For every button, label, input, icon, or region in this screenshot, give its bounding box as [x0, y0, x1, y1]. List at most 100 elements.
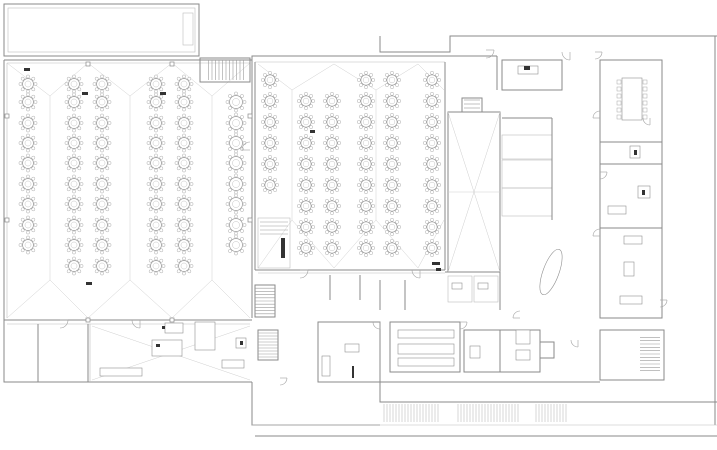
- round-banquet-table-icon: [92, 174, 112, 194]
- round-banquet-table-icon: [422, 175, 442, 195]
- round-banquet-table-icon: [146, 235, 166, 255]
- service-core: [447, 97, 553, 273]
- round-banquet-table-icon: [92, 194, 112, 214]
- round-banquet-table-icon: [322, 217, 342, 237]
- door-swing-icon: [659, 299, 668, 308]
- round-banquet-table-icon: [146, 215, 166, 235]
- round-banquet-table-icon: [356, 91, 376, 111]
- round-banquet-table-icon: [356, 196, 376, 216]
- round-banquet-table-icon: [18, 113, 38, 133]
- central-hall: [254, 62, 446, 274]
- round-banquet-table-icon: [356, 70, 376, 90]
- round-banquet-table-icon: [356, 154, 376, 174]
- round-banquet-table-icon: [422, 70, 442, 90]
- round-banquet-table-icon: [422, 217, 442, 237]
- round-banquet-table-icon: [296, 175, 316, 195]
- round-banquet-table-icon: [18, 174, 38, 194]
- round-banquet-table-icon: [260, 133, 280, 153]
- door-swings: [59, 49, 668, 386]
- door-swing-icon: [372, 321, 381, 330]
- round-banquet-table-icon: [18, 235, 38, 255]
- round-banquet-table-icon: [260, 175, 280, 195]
- round-banquet-table-icon: [422, 196, 442, 216]
- round-banquet-table-icon: [382, 70, 402, 90]
- round-banquet-table-icon: [174, 133, 194, 153]
- round-banquet-table-icon: [356, 112, 376, 132]
- round-banquet-table-icon: [64, 153, 84, 173]
- central-hall-banquet-tables: [260, 70, 442, 271]
- round-banquet-table-icon: [174, 235, 194, 255]
- lounge-furniture: [99, 321, 247, 377]
- round-banquet-table-icon: [260, 70, 280, 90]
- round-banquet-table-icon: [64, 235, 84, 255]
- round-banquet-table-icon: [18, 153, 38, 173]
- round-banquet-table-icon: [92, 256, 112, 276]
- round-banquet-table-icon: [92, 74, 112, 94]
- round-banquet-table-icon: [174, 74, 194, 94]
- round-banquet-table-icon: [356, 238, 376, 258]
- north-east-offices: [501, 59, 663, 319]
- round-banquet-table-icon: [18, 74, 38, 94]
- round-banquet-table-icon: [18, 194, 38, 214]
- round-banquet-table-icon: [174, 113, 194, 133]
- stair-north: [199, 57, 251, 83]
- stair-west: [254, 284, 279, 361]
- door-swing-icon: [599, 171, 608, 180]
- round-banquet-table-icon: [225, 91, 247, 113]
- round-banquet-table-icon: [225, 112, 247, 134]
- round-banquet-table-icon: [174, 92, 194, 112]
- door-swing-icon: [485, 49, 495, 59]
- door-swing-icon: [241, 141, 251, 151]
- round-banquet-table-icon: [18, 215, 38, 235]
- door-swing-icon: [512, 310, 521, 319]
- round-banquet-table-icon: [422, 238, 442, 258]
- door-swing-icon: [131, 319, 141, 329]
- round-banquet-table-icon: [296, 217, 316, 237]
- round-banquet-table-icon: [225, 173, 247, 195]
- round-banquet-table-icon: [64, 215, 84, 235]
- round-banquet-table-icon: [92, 92, 112, 112]
- round-banquet-table-icon: [422, 133, 442, 153]
- round-banquet-table-icon: [422, 154, 442, 174]
- building-outline: [3, 3, 717, 437]
- round-banquet-table-icon: [92, 215, 112, 235]
- door-swing-icon: [561, 51, 571, 61]
- round-banquet-table-icon: [382, 238, 402, 258]
- door-swing-icon: [279, 377, 288, 386]
- round-banquet-table-icon: [64, 174, 84, 194]
- round-banquet-table-icon: [64, 74, 84, 94]
- round-banquet-table-icon: [225, 214, 247, 236]
- round-banquet-table-icon: [382, 154, 402, 174]
- door-swing-icon: [299, 269, 309, 279]
- south-parking-stripes: [383, 404, 567, 422]
- round-banquet-table-icon: [296, 196, 316, 216]
- round-banquet-table-icon: [174, 215, 194, 235]
- round-banquet-table-icon: [322, 196, 342, 216]
- round-banquet-table-icon: [92, 133, 112, 153]
- round-banquet-table-icon: [382, 133, 402, 153]
- door-swing-icon: [592, 110, 601, 119]
- round-banquet-table-icon: [146, 92, 166, 112]
- round-banquet-table-icon: [146, 174, 166, 194]
- west-hall-banquet-tables: [18, 68, 247, 285]
- round-banquet-table-icon: [322, 133, 342, 153]
- round-banquet-table-icon: [382, 91, 402, 111]
- round-banquet-table-icon: [64, 113, 84, 133]
- round-banquet-table-icon: [92, 113, 112, 133]
- round-banquet-table-icon: [146, 113, 166, 133]
- round-banquet-table-icon: [174, 256, 194, 276]
- round-banquet-table-icon: [322, 175, 342, 195]
- round-banquet-table-icon: [356, 175, 376, 195]
- round-banquet-table-icon: [92, 235, 112, 255]
- round-banquet-table-icon: [64, 194, 84, 214]
- round-banquet-table-icon: [146, 256, 166, 276]
- round-banquet-table-icon: [322, 112, 342, 132]
- lobby: [329, 248, 563, 310]
- round-banquet-table-icon: [174, 153, 194, 173]
- round-banquet-table-icon: [296, 238, 316, 258]
- round-banquet-table-icon: [296, 133, 316, 153]
- round-banquet-table-icon: [174, 174, 194, 194]
- round-banquet-table-icon: [260, 91, 280, 111]
- round-banquet-table-icon: [382, 175, 402, 195]
- round-banquet-table-icon: [92, 153, 112, 173]
